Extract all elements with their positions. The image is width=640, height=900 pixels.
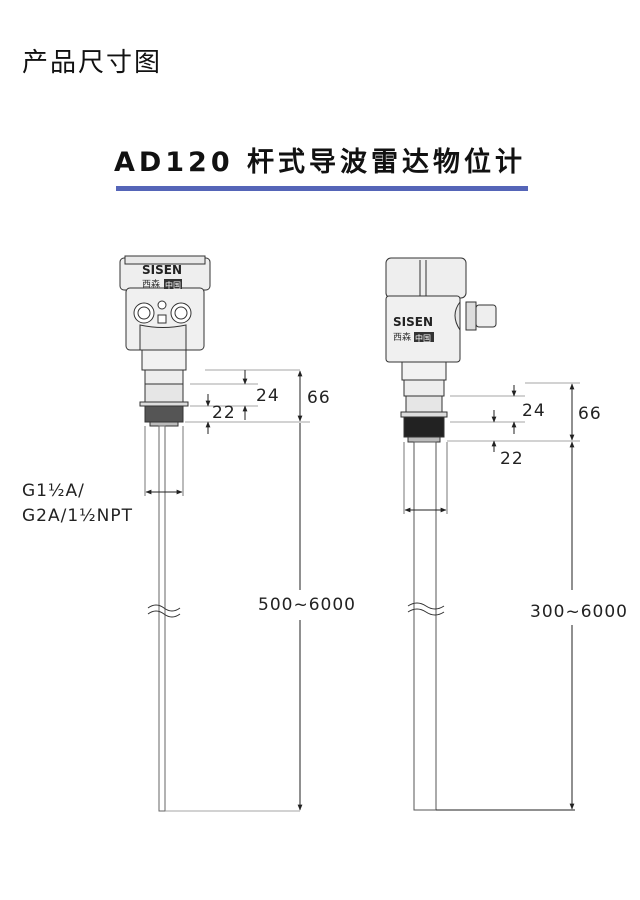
left-brand-logo: SISEN [142,263,182,277]
right-brand-badge: 中国 [415,333,431,343]
product-title: AD120 杆式导波雷达物位计 [113,147,527,178]
left-break-mark [147,604,181,612]
right-dim-24: 24 [522,401,546,421]
left-dim-24: 24 [256,386,280,406]
thread-spec-line2: G2A/1½NPT [22,506,133,526]
right-break-mark [407,602,445,610]
right-dim-22: 22 [500,449,524,469]
right-dim-66: 66 [578,404,602,424]
left-dim-66: 66 [307,388,331,408]
right-brand-cn: 西森 [393,331,411,343]
right-device [385,257,497,811]
thread-spec-line1: G1½A/ [22,481,85,501]
left-brand-cn: 西森 [142,278,160,290]
left-brand-badge: 中国 [165,280,181,290]
section-title: 产品尺寸图 [22,48,163,78]
left-device [119,255,211,812]
left-dim-22: 22 [212,403,236,423]
title-underline [116,186,528,191]
right-brand-logo: SISEN [393,315,433,329]
left-dim-length: 500~6000 [258,595,356,615]
right-dim-length: 300~6000 [530,602,628,622]
